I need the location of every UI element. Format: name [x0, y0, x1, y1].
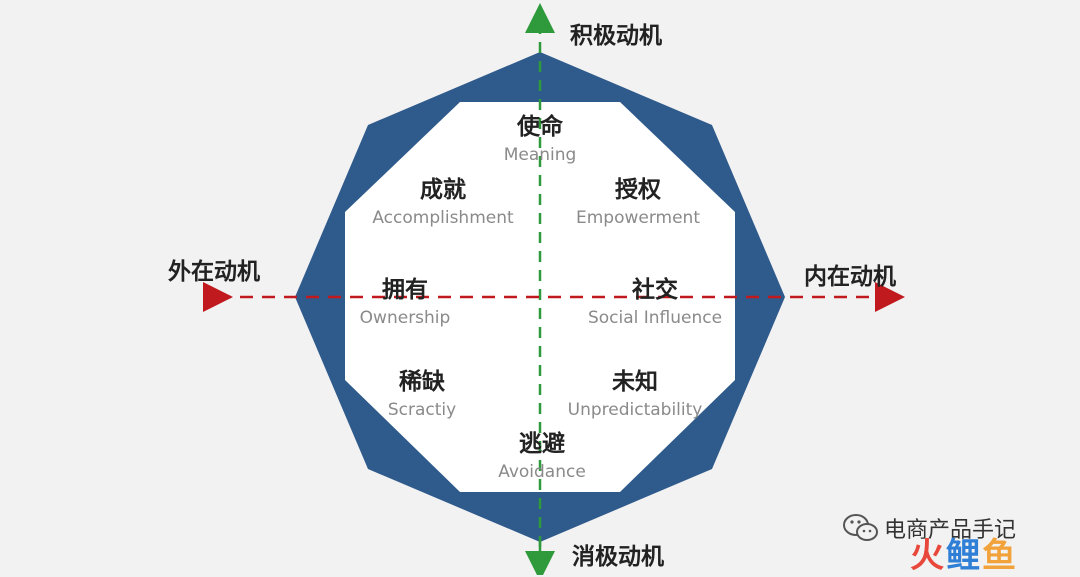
- axis-label-left: 外在动机: [168, 259, 260, 285]
- drive-accomplishment-en: Accomplishment: [372, 208, 514, 228]
- wechat-icon: [843, 514, 878, 541]
- drive-ownership-en: Ownership: [359, 308, 451, 328]
- watermark-logo-char: 火: [910, 536, 946, 576]
- watermark-logo-char: 鲤: [946, 536, 982, 576]
- drive-meaning-en: Meaning: [503, 145, 577, 165]
- drive-scarcity-en: Scractiy: [387, 400, 457, 420]
- drive-social-influence-en: Social Influence: [587, 308, 723, 328]
- drive-accomplishment-cn: 成就: [420, 177, 466, 203]
- drive-unpredictability-en: Unpredictability: [567, 400, 703, 420]
- drive-meaning-cn: 使命: [517, 114, 563, 140]
- watermark-account-name: 电商产品手记: [884, 518, 1017, 543]
- drive-avoidance-cn: 逃避: [519, 431, 565, 457]
- axis-label-right: 内在动机: [804, 264, 896, 290]
- watermark-logo: 火鲤鱼: [910, 528, 1018, 577]
- drive-social-influence-cn: 社交: [632, 277, 678, 303]
- drive-avoidance-en: Avoidance: [498, 462, 586, 482]
- drive-empowerment-en: Empowerment: [575, 208, 701, 228]
- axis-label-bottom: 消极动机: [572, 544, 664, 570]
- drive-unpredictability-cn: 未知: [612, 369, 658, 395]
- axis-label-top: 积极动机: [570, 23, 662, 49]
- drive-scarcity-cn: 稀缺: [399, 369, 445, 395]
- watermark-logo-char: 鱼: [982, 536, 1018, 576]
- drive-ownership-cn: 拥有: [382, 277, 428, 303]
- drive-empowerment-cn: 授权: [615, 177, 661, 203]
